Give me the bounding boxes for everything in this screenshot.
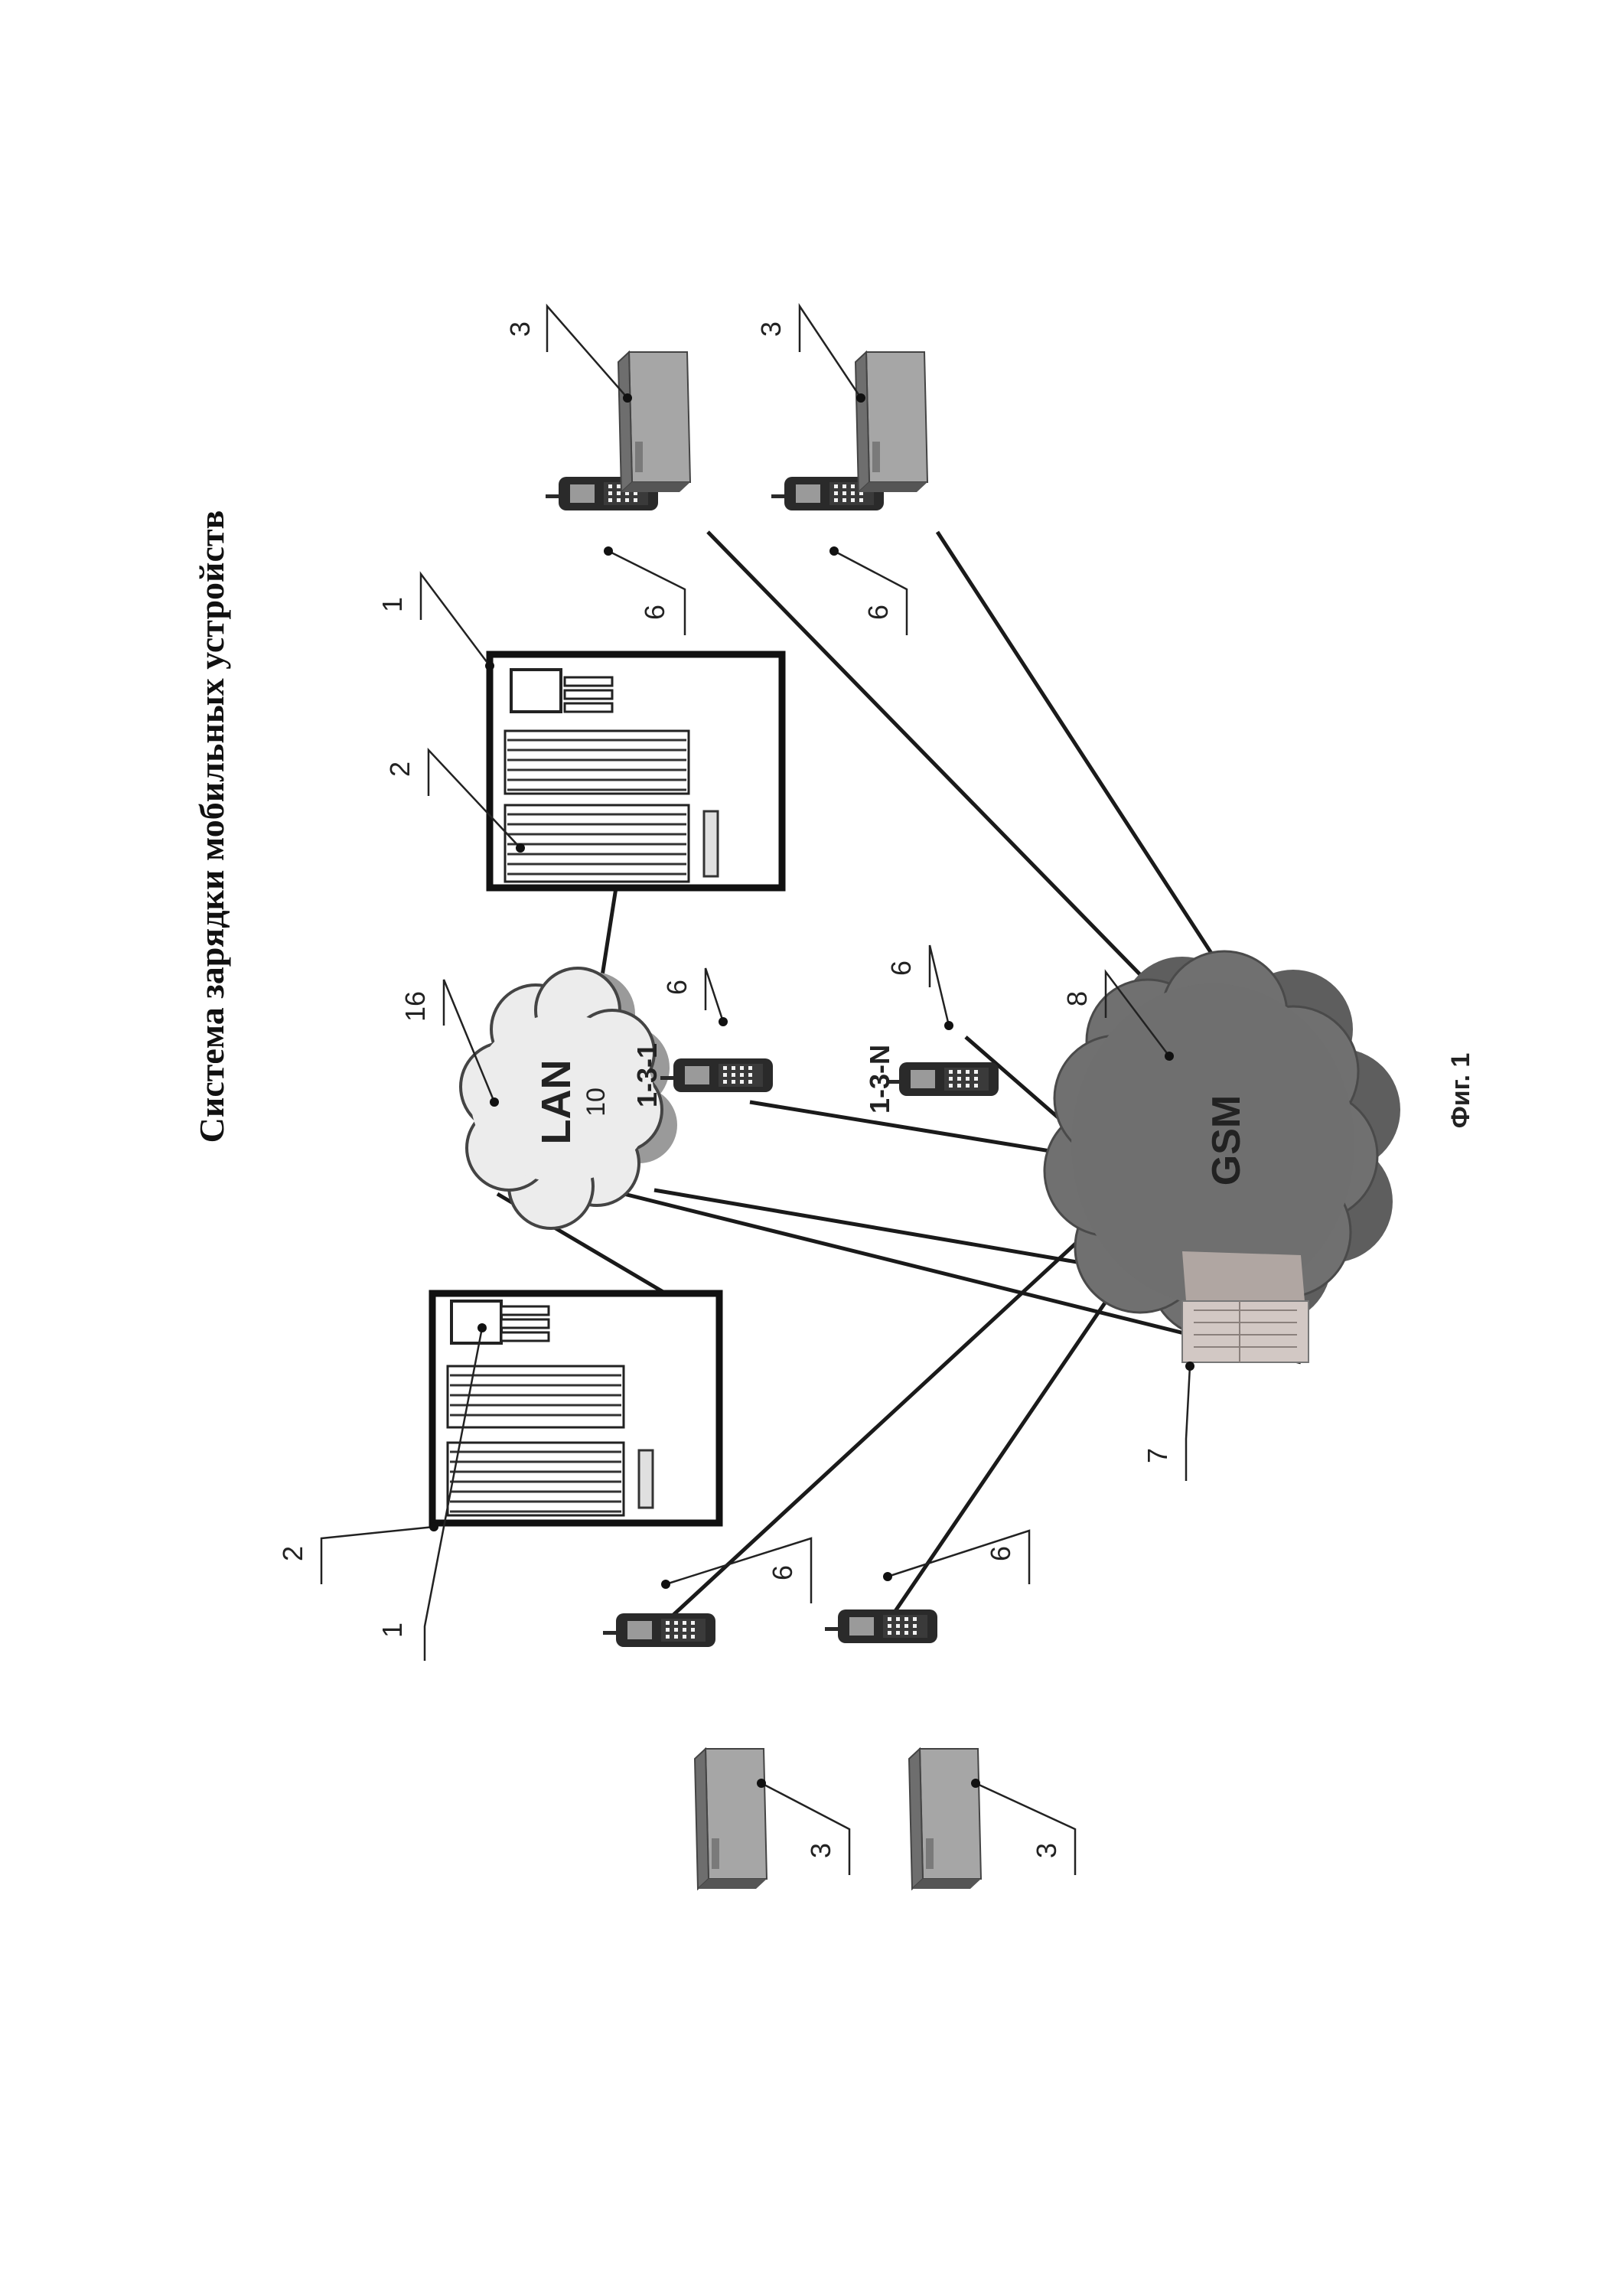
lan-cloud [459, 967, 677, 1230]
callout-leader-13 [887, 1529, 1031, 1584]
mobile-phone-4 [886, 1062, 999, 1096]
callout-phone-2: 6 [862, 605, 894, 620]
callout-dot-6 [1165, 1052, 1174, 1061]
callout-dot-12 [661, 1580, 670, 1589]
gsm-label: GSM [1204, 1095, 1249, 1186]
connection-line-5 [749, 1100, 1103, 1162]
callout-dot-14 [623, 393, 632, 403]
callout-leader-2 [320, 1525, 435, 1584]
sub-label-last: 1-3-N [864, 1045, 895, 1114]
callout-charger-2: 3 [755, 321, 787, 337]
connection-line-9 [672, 1200, 1123, 1616]
callout-leader-10 [704, 967, 725, 1022]
callout-dot-3 [485, 661, 494, 670]
charging-device-1 [618, 351, 691, 493]
charging-device-2 [855, 351, 928, 493]
callout-dot-11 [944, 1021, 953, 1030]
mobile-phone-6 [825, 1609, 937, 1643]
sub-label-first: 1-3-1 [631, 1043, 663, 1107]
callout-leader-8 [608, 550, 686, 635]
callout-phone-4: 6 [885, 960, 917, 976]
callout-phone-5: 6 [767, 1565, 798, 1580]
callout-dot-5 [490, 1097, 499, 1107]
callout-dot-16 [757, 1779, 766, 1788]
callout-charger-4: 3 [1031, 1843, 1062, 1858]
callout-cabinet-panel-left: 2 [277, 1546, 308, 1561]
callout-dot-2 [429, 1522, 438, 1531]
callout-dot-7 [1185, 1362, 1194, 1371]
diagram-title: Система зарядки мобильных устройств [192, 510, 231, 1143]
callout-charger-1: 3 [504, 321, 536, 337]
callout-leader-12 [665, 1537, 813, 1603]
lan-number: 10 [582, 1088, 611, 1117]
charging-cabinet-left [429, 1290, 723, 1527]
callout-lan-cloud: 16 [399, 991, 431, 1022]
callout-leader-3 [419, 571, 490, 667]
callout-dot-15 [856, 393, 865, 403]
charging-device-4 [908, 1748, 982, 1890]
callout-leader-15 [798, 302, 862, 399]
callout-gateway: 7 [1142, 1448, 1173, 1463]
charging-cabinet-right [486, 651, 786, 892]
callout-phone-1: 6 [639, 605, 670, 620]
connection-line-8 [935, 530, 1246, 1004]
callout-leader-5 [442, 979, 496, 1103]
callout-dot-9 [829, 546, 839, 556]
callout-leader-17 [975, 1782, 1077, 1875]
callout-dot-1 [477, 1323, 487, 1332]
callout-dots [429, 393, 1194, 1788]
callout-cabinet-right: 1 [376, 597, 408, 612]
callout-phone-6: 6 [985, 1546, 1016, 1561]
charging-device-3 [694, 1748, 768, 1890]
callout-leader-4 [427, 747, 521, 849]
callout-leader-7 [1185, 1365, 1191, 1481]
callout-leader-6 [1104, 969, 1170, 1057]
callout-leaders [320, 302, 1191, 1875]
callout-leader-16 [761, 1782, 851, 1875]
connection-line-2 [562, 1176, 1302, 1365]
connection-line-7 [706, 530, 1191, 1027]
callout-dot-4 [516, 843, 525, 853]
callout-dot-10 [719, 1017, 728, 1026]
callout-cabinet-panel-right: 2 [384, 762, 416, 777]
callout-leader-1 [423, 1327, 484, 1661]
lan-label: LAN [533, 1060, 579, 1145]
callout-leader-11 [928, 944, 950, 1026]
callout-cabinet-left: 1 [376, 1623, 408, 1638]
callout-dot-17 [971, 1779, 980, 1788]
callout-leader-9 [833, 550, 908, 635]
mobile-phone-5 [603, 1613, 715, 1647]
callout-phone-3: 6 [661, 980, 693, 995]
callout-leader-14 [546, 303, 628, 399]
figure-caption: Фиг. 1 [1446, 1053, 1475, 1128]
callout-dot-13 [883, 1572, 892, 1581]
gsm-gateway-device [1181, 1251, 1309, 1363]
mobile-phone-3 [660, 1058, 773, 1092]
callout-charger-3: 3 [805, 1843, 836, 1858]
gsm-cloud [1043, 950, 1400, 1339]
callout-gsm-cloud: 8 [1061, 991, 1093, 1006]
callout-dot-8 [604, 546, 613, 556]
